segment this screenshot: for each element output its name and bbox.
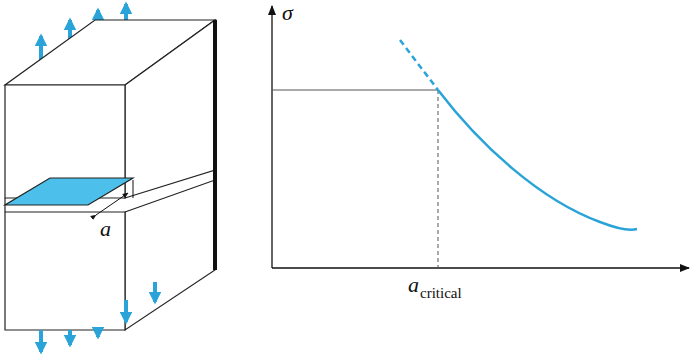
specimen-block [5, 20, 215, 330]
curve-extension [400, 40, 438, 90]
subscript-label: critical [420, 286, 462, 301]
back-edge [213, 20, 217, 270]
critical-length-line [438, 90, 439, 268]
stress-axis-label: σ [282, 2, 293, 24]
graph-axes [272, 6, 689, 268]
crack-length-label: a [100, 218, 111, 240]
axis-symbol: a [408, 274, 419, 296]
tension-arrows [41, 282, 155, 352]
stress-level-line [272, 90, 438, 91]
crack-dimension [96, 180, 133, 215]
fracture-stress-curve [438, 90, 637, 230]
